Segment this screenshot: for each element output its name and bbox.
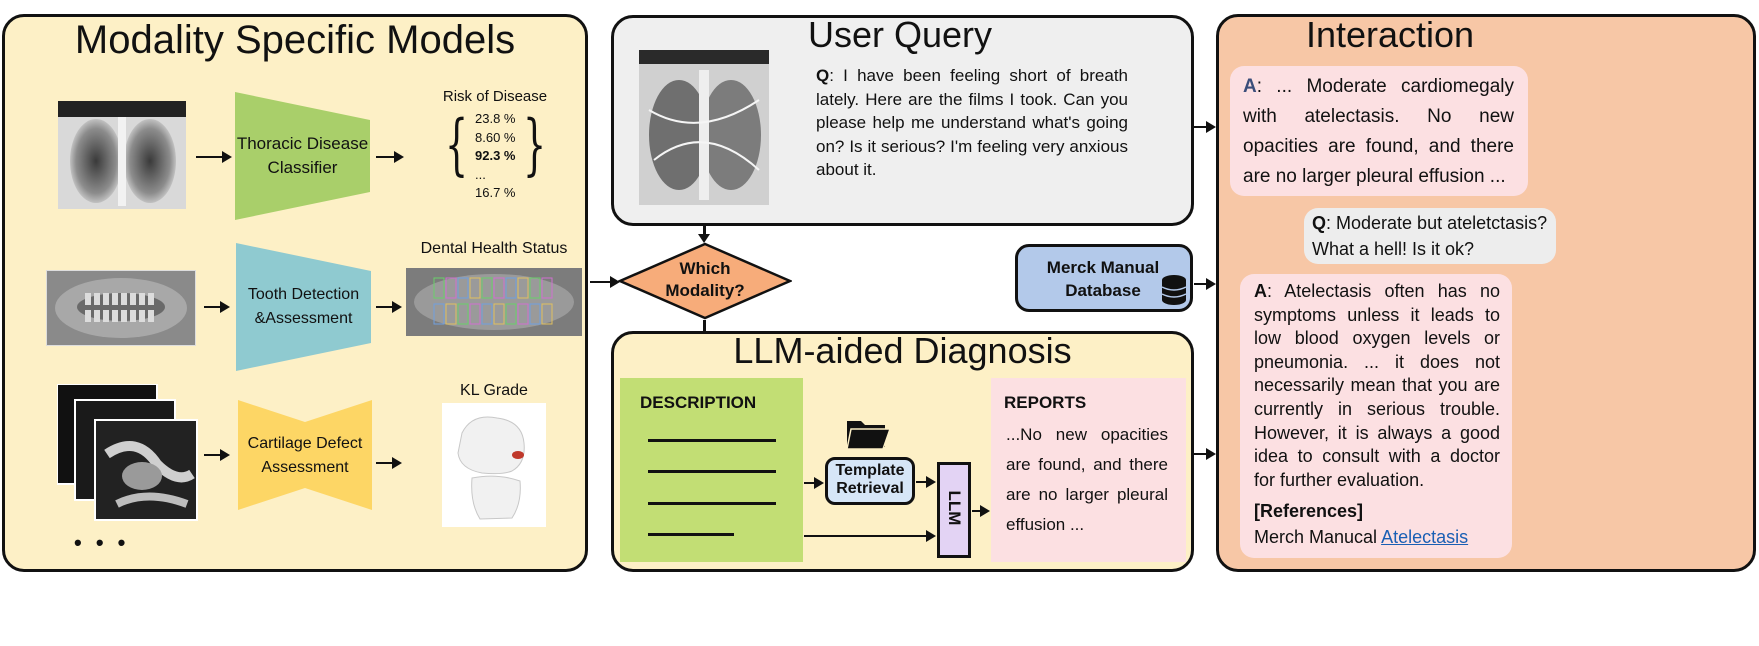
dental-xray-image (46, 270, 196, 346)
arrow-xray-to-classifier (196, 151, 232, 163)
arrow-classifier-to-risk (376, 151, 404, 163)
risk-value-2: 8.60 % (475, 129, 516, 145)
template-retrieval-box (825, 457, 915, 505)
modality-line: Modality? (665, 281, 745, 300)
q2-prefix: Q (1312, 213, 1327, 233)
tooth-line2: &Assessment (254, 310, 353, 327)
risk-value-5: 16.7 % (475, 185, 516, 200)
arrow-database-to-interaction (1194, 278, 1216, 290)
description-label: DESCRIPTION (640, 393, 757, 412)
user-query-text: Q: I have been feeling short of breath l… (816, 64, 1128, 182)
tooth-line1: Tooth Detection (247, 286, 360, 303)
risk-value-1: 23.8 % (475, 111, 516, 126)
llm-box (937, 462, 971, 558)
dental-status-image (406, 268, 582, 336)
description-line-1 (648, 439, 776, 442)
interaction-title: Interaction (1305, 14, 1475, 55)
risk-brace-right: } (523, 106, 547, 183)
user-query-title: User Query (807, 14, 993, 55)
arrow-llm-to-reports (972, 505, 990, 517)
reports-text: ...No new opacities are found, and there… (1006, 425, 1168, 534)
atelectasis-link[interactable]: Atelectasis (1381, 527, 1469, 548)
cartilage-line1: Cartilage Defect (247, 435, 363, 452)
risk-values: 23.8 % 8.60 % 92.3 % ... 16.7 % (475, 110, 535, 203)
llm-label: LLM (945, 490, 964, 526)
query-q-prefix: Q (816, 66, 830, 85)
reports-label: REPORTS (1004, 393, 1087, 412)
risk-brace-left: { (445, 106, 469, 183)
folder-icon (845, 415, 892, 451)
arrow-mri-to-cartilage (204, 449, 230, 461)
thoracic-classifier-label: Thoracic Disease Classifier (235, 126, 370, 186)
a2-prefix: A (1254, 281, 1267, 301)
more-models-ellipsis: • • • (74, 530, 130, 555)
answer-bubble-1: A: ... Moderate cardiomegaly with atelec… (1230, 66, 1528, 196)
template-retrieval-label: Template Retrieval (825, 462, 915, 498)
arrow-detector-to-status (376, 301, 402, 313)
which-modality-diamond (616, 242, 794, 320)
which-modality-label: Which Modality? (640, 258, 770, 302)
arrow-diagnosis-to-interaction (1194, 448, 1216, 460)
reports-box (991, 378, 1186, 562)
references-label: [References] (1254, 501, 1364, 522)
template-line: Template (835, 462, 905, 479)
database-line2: Database (1065, 281, 1141, 300)
risk-value-4: ... (475, 166, 486, 182)
query-question: : I have been feeling short of breath la… (816, 66, 1128, 179)
database-label: Merck Manual Database (1030, 256, 1176, 302)
arrow-dental-to-detector (204, 301, 230, 313)
arrow-description-to-llm (804, 530, 936, 542)
knee-mri-stack (56, 383, 199, 522)
arrow-query-to-decision-head (698, 234, 710, 243)
arrow-template-to-llm (916, 476, 936, 488)
arrow-description-to-template (804, 477, 824, 489)
kl-grade-image (442, 403, 546, 527)
q2-text: : Moderate but ateletctasis? What a hell… (1312, 213, 1548, 259)
cartilage-defect-shape (238, 400, 372, 510)
description-line-4 (648, 533, 734, 536)
tooth-detection-shape (236, 243, 371, 371)
kl-grade-title: KL Grade (460, 382, 528, 399)
tooth-detection-label: Tooth Detection &Assessment (236, 277, 371, 337)
reference-prefix: Merch Manucal (1254, 527, 1382, 548)
risk-of-disease-title: Risk of Disease (442, 88, 548, 105)
a2-text: : Atelectasis often has no symptoms unle… (1254, 281, 1500, 490)
dental-status-title: Dental Health Status (420, 240, 568, 257)
cartilage-defect-label: Cartilage Defect Assessment (238, 428, 372, 484)
arrow-query-to-decision (703, 226, 706, 238)
retrieval-line: Retrieval (836, 480, 904, 497)
arrow-modality-to-decision (590, 276, 620, 288)
arrow-cartilage-to-kl (376, 457, 402, 469)
which-line: Which (679, 259, 731, 278)
description-line-3 (648, 502, 776, 505)
database-line1: Merck Manual (1046, 258, 1160, 277)
risk-value-3: 92.3 % (475, 148, 516, 163)
a1-prefix: A (1243, 76, 1257, 97)
answer-bubble-3: A: Atelectasis often has no symptoms unl… (1240, 274, 1512, 558)
question-bubble-2: Q: Moderate but ateletctasis? What a hel… (1304, 208, 1556, 264)
modality-panel-title: Modality Specific Models (74, 18, 516, 62)
reference-line: Merch Manucal Atelectasis (1254, 524, 1500, 550)
query-chest-xray-image (639, 50, 769, 205)
database-icon (1161, 274, 1187, 306)
a1-text: : ... Moderate cardiomegaly with atelect… (1243, 76, 1514, 187)
diagnosis-title: LLM-aided Diagnosis (733, 330, 1072, 371)
thoracic-line1: Thoracic Disease (236, 134, 369, 153)
description-line-2 (648, 470, 776, 473)
thoracic-line2: Classifier (267, 158, 338, 177)
arrow-query-to-interaction (1194, 121, 1216, 133)
thoracic-classifier-shape (235, 92, 370, 220)
cartilage-line2: Assessment (261, 459, 349, 476)
chest-xray-image (58, 101, 186, 209)
